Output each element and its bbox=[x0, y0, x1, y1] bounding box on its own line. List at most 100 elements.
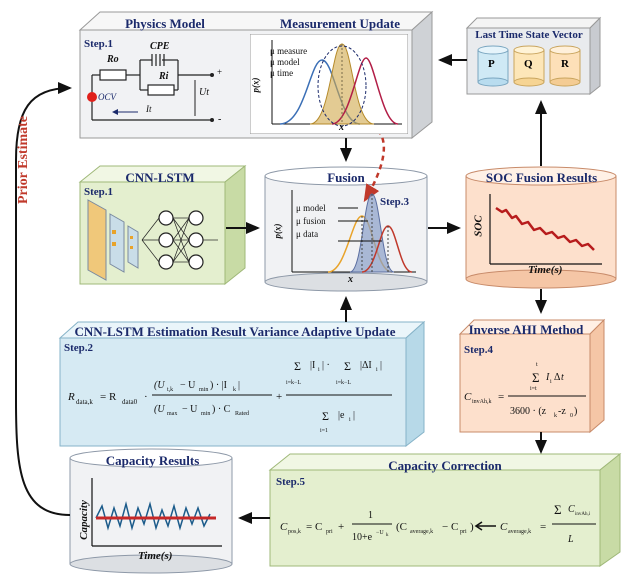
svg-text:1: 1 bbox=[368, 510, 373, 521]
svg-text:= C: = C bbox=[306, 521, 322, 533]
svg-text:|: | bbox=[353, 410, 355, 421]
conv-layers bbox=[87, 199, 139, 281]
svg-text:Σ: Σ bbox=[532, 370, 540, 385]
ro-label: Ro bbox=[107, 54, 119, 65]
capacity-ylabel: Capacity bbox=[77, 500, 90, 540]
svg-text:k: k bbox=[554, 413, 557, 419]
variance-block bbox=[58, 320, 426, 448]
svg-text:|e: |e bbox=[338, 410, 345, 421]
svg-text:t,k: t,k bbox=[167, 387, 173, 393]
state-p-label: P bbox=[488, 58, 495, 70]
capacity-title: Capacity Results bbox=[105, 453, 200, 468]
svg-text:C: C bbox=[500, 521, 508, 533]
svg-text:Rated: Rated bbox=[235, 411, 249, 417]
svg-text:data,k: data,k bbox=[76, 398, 93, 406]
svg-text:I: I bbox=[545, 372, 550, 383]
svg-text:|: | bbox=[238, 380, 240, 391]
inverse-ahi-block bbox=[458, 318, 606, 434]
svg-text:min: min bbox=[199, 387, 208, 393]
cnn-lstm-title: CNN-LSTM bbox=[125, 170, 195, 185]
svg-text:− U: − U bbox=[182, 404, 198, 415]
fusion-title: Fusion bbox=[327, 170, 365, 185]
capacity-xlabel: Time(s) bbox=[138, 550, 173, 562]
svg-text:) · |I: ) · |I bbox=[210, 380, 227, 391]
variance-title: CNN-LSTM Estimation Result Variance Adap… bbox=[74, 324, 396, 339]
cpe-label: CPE bbox=[150, 41, 170, 52]
svg-text:=: = bbox=[540, 521, 546, 533]
capacity-correction-block bbox=[268, 452, 622, 567]
svg-text:|: | bbox=[380, 360, 382, 371]
svg-text:average,k: average,k bbox=[410, 529, 433, 535]
svg-text:t: t bbox=[561, 372, 564, 383]
state-p-cylinder bbox=[477, 45, 509, 87]
svg-text:i=t: i=t bbox=[530, 386, 537, 392]
state-r-cylinder bbox=[549, 45, 581, 87]
capacity-correction-title: Capacity Correction bbox=[388, 458, 502, 473]
svg-text:data0: data0 bbox=[122, 398, 138, 406]
svg-text:= R: = R bbox=[100, 391, 117, 403]
soc-plot bbox=[489, 194, 602, 265]
physics-model-title: Physics Model bbox=[125, 16, 205, 31]
fusion-legend-data: μ data bbox=[296, 229, 319, 239]
svg-text:-z: -z bbox=[558, 406, 566, 417]
cnn-lstm-network bbox=[87, 199, 218, 281]
svg-text:− U: − U bbox=[180, 380, 196, 391]
ri-label: Ri bbox=[159, 71, 169, 82]
inverse-ahi-title: Inverse AHI Method bbox=[468, 322, 584, 337]
svg-text:+: + bbox=[276, 391, 282, 403]
svg-text:): ) bbox=[470, 521, 474, 533]
svg-text:k: k bbox=[386, 533, 389, 538]
state-cylinders bbox=[477, 45, 581, 87]
svg-text:3600 · (z: 3600 · (z bbox=[510, 406, 547, 417]
svg-text:0: 0 bbox=[570, 413, 573, 419]
fusion-ylabel: p(x) bbox=[272, 223, 283, 239]
svg-text:L: L bbox=[567, 534, 574, 545]
fusion-legend: μ model μ fusion μ data bbox=[296, 202, 326, 241]
cnn-lstm-step: Step.1 bbox=[84, 186, 114, 198]
legend-time: μ time bbox=[270, 68, 294, 78]
fusion-xlabel: x bbox=[348, 274, 353, 285]
svg-text:(U: (U bbox=[154, 380, 165, 391]
svg-text:invAh,i: invAh,i bbox=[575, 512, 591, 517]
fusion-plot bbox=[291, 190, 416, 273]
ocv-label: OCV bbox=[98, 92, 116, 102]
measurement-legend: μ measure μ model μ time bbox=[270, 46, 307, 79]
svg-text:): ) bbox=[574, 406, 577, 417]
svg-text:(U: (U bbox=[154, 404, 165, 415]
ut-label: Ut bbox=[199, 87, 209, 98]
soc-xlabel: Time(s) bbox=[528, 264, 563, 276]
svg-text:min: min bbox=[201, 411, 210, 417]
svg-text:i=k−L: i=k−L bbox=[286, 380, 301, 386]
svg-text:Δ: Δ bbox=[554, 372, 561, 383]
last-state-title: Last Time State Vector bbox=[475, 29, 583, 41]
svg-text:i: i bbox=[550, 379, 552, 385]
svg-text:Σ: Σ bbox=[294, 359, 301, 373]
svg-text:·: · bbox=[144, 391, 148, 403]
svg-text:max: max bbox=[167, 411, 177, 417]
svg-text:Σ: Σ bbox=[554, 502, 562, 517]
variance-step: Step.2 bbox=[64, 342, 94, 354]
state-r-label: R bbox=[561, 58, 569, 70]
svg-text:Σ: Σ bbox=[344, 359, 351, 373]
svg-text:pos,k: pos,k bbox=[288, 529, 301, 535]
inverse-ahi-step: Step.4 bbox=[464, 344, 494, 356]
it-label: It bbox=[146, 104, 152, 114]
svg-text:− C: − C bbox=[442, 521, 458, 533]
measurement-ylabel: p(x) bbox=[250, 77, 261, 93]
svg-text:i=1: i=1 bbox=[320, 428, 328, 434]
svg-text:i=k−L: i=k−L bbox=[336, 380, 351, 386]
state-q-label: Q bbox=[524, 58, 533, 70]
soc-ylabel: SOC bbox=[472, 215, 485, 237]
svg-text:|ΔI: |ΔI bbox=[360, 360, 372, 371]
svg-text:10+e: 10+e bbox=[352, 532, 373, 543]
measurement-title: Measurement Update bbox=[280, 16, 400, 31]
svg-text:average,k: average,k bbox=[508, 529, 531, 535]
soc-title: SOC Fusion Results bbox=[485, 170, 598, 185]
svg-text:(C: (C bbox=[396, 521, 407, 533]
minus-terminal: - bbox=[218, 114, 222, 125]
svg-text:) · C: ) · C bbox=[212, 404, 231, 415]
svg-text:|I: |I bbox=[310, 360, 315, 371]
plus-terminal: + bbox=[217, 67, 223, 77]
